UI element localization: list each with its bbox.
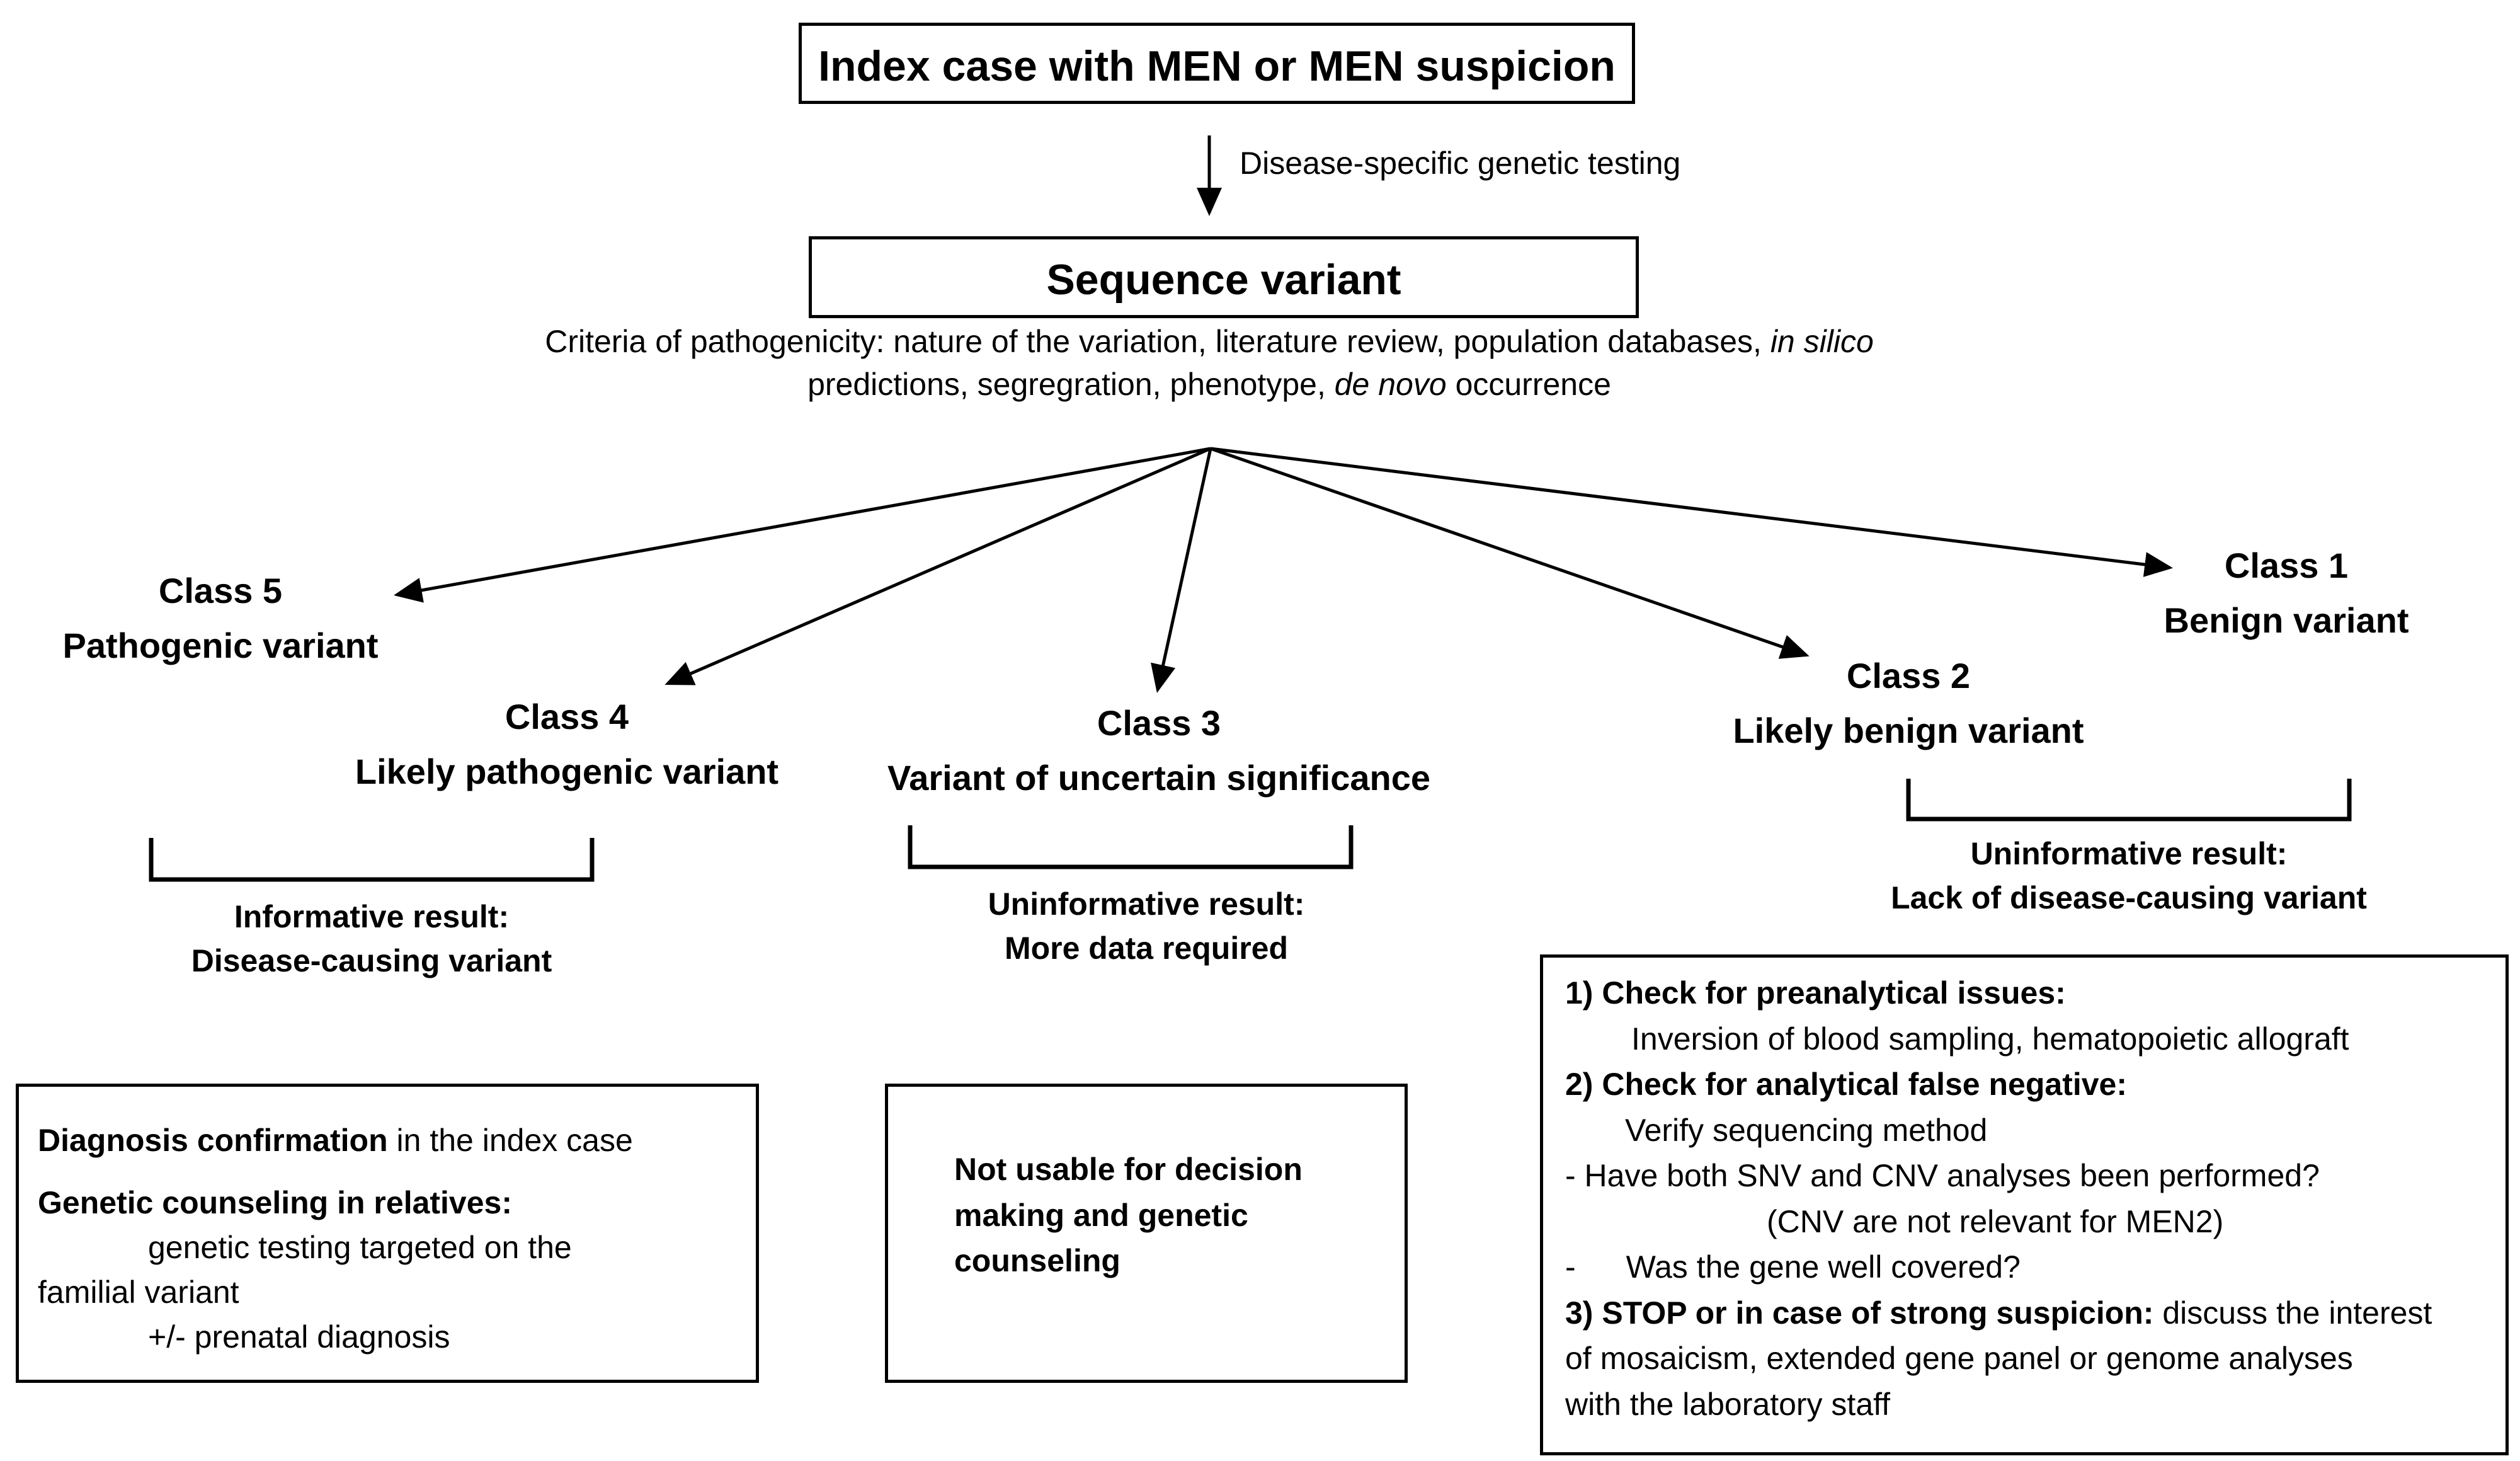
arrow-to-class3 (1151, 448, 1212, 693)
class2-label: Class 2 Likely benign variant (1688, 649, 2129, 759)
uncertain-actions-box: Not usable for decision making and genet… (885, 1084, 1408, 1383)
step3-line2: of mosaicism, extended gene panel or gen… (1565, 1341, 2353, 1376)
bracket-class2-1 (1906, 779, 2352, 822)
class4-subtitle: Likely pathogenic variant (355, 751, 779, 791)
diagnosis-confirmation-rest: in the index case (387, 1123, 633, 1158)
benign-checklist-box: 1) Check for preanalytical issues: Inver… (1540, 954, 2509, 1455)
uncertain-result-line1: Uninformative result: (988, 886, 1305, 922)
step2-note: (CNV are not relevant for MEN2) (1767, 1203, 2224, 1239)
step3-title: 3) STOP or in case of strong suspicion: (1565, 1295, 2154, 1331)
bracket-class3 (908, 825, 1354, 869)
counseling-line-c: +/- prenatal diagnosis (148, 1319, 450, 1355)
class5-title: Class 5 (158, 571, 283, 610)
class3-title: Class 3 (1097, 703, 1221, 743)
class2-subtitle: Likely benign variant (1733, 710, 2084, 750)
sequence-variant-label: Sequence variant (1046, 256, 1401, 304)
criteria-text-3: occurrence (1446, 366, 1611, 402)
class4-label: Class 4 Likely pathogenic variant (315, 690, 819, 799)
criteria-in-silico: in silico (1770, 324, 1874, 359)
arrow-to-class5 (394, 447, 1211, 603)
index-case-label: Index case with MEN or MEN suspicion (818, 42, 1616, 90)
diagnosis-confirmation-bold: Diagnosis confirmation (38, 1123, 388, 1158)
step2-question2: - Was the gene well covered? (1565, 1244, 2487, 1290)
step3-line3: with the laboratory staff (1565, 1386, 1891, 1422)
uncertain-result-line2: More data required (1004, 931, 1289, 966)
step2-title: 2) Check for analytical false negative: (1565, 1067, 2128, 1102)
class5-subtitle: Pathogenic variant (62, 625, 379, 665)
criteria-de-novo: de novo (1334, 366, 1447, 402)
uncertain-result: Uninformative result: More data required (894, 882, 1398, 970)
class3-subtitle: Variant of uncertain significance (887, 757, 1430, 798)
arrow-to-class2 (1210, 447, 1810, 659)
pathogenicity-criteria: Criteria of pathogenicity: nature of the… (403, 321, 2015, 406)
criteria-text-1: Criteria of pathogenicity: nature of the… (545, 324, 1770, 359)
arrow-to-class4 (664, 447, 1211, 685)
step2-text: Verify sequencing method (1625, 1112, 1988, 1148)
criteria-text-2: predictions, segregration, phenotype, (807, 366, 1335, 402)
arrow-to-class1 (1210, 447, 2173, 577)
uncertain-line3: counseling (954, 1243, 1120, 1278)
bracket-class5-4 (149, 838, 595, 882)
counseling-line-b: familial variant (38, 1275, 239, 1310)
sequence-variant-box: Sequence variant (809, 236, 1639, 318)
counseling-line-a: genetic testing targeted on the (148, 1230, 572, 1265)
class1-label: Class 1 Benign variant (2097, 539, 2475, 648)
genetic-testing-label: Disease-specific genetic testing (1240, 146, 1681, 181)
benign-result-line1: Uninformative result: (1970, 836, 2288, 871)
step1-title: 1) Check for preanalytical issues: (1565, 975, 2066, 1011)
step3: 3) STOP or in case of strong suspicion: … (1565, 1290, 2487, 1336)
informative-result: Informative result: Disease-causing vari… (120, 895, 624, 983)
step2-question2-text: Was the gene well covered? (1626, 1249, 2021, 1285)
step2-question1: - Have both SNV and CNV analyses been pe… (1565, 1158, 2320, 1193)
genetic-counseling-heading: Genetic counseling in relatives: (38, 1185, 513, 1220)
benign-result: Uninformative result: Lack of disease-ca… (1814, 832, 2444, 920)
class2-title: Class 2 (1846, 656, 1971, 696)
benign-result-line2: Lack of disease-causing variant (1891, 880, 2367, 915)
informative-actions-box: Diagnosis confirmation in the index case… (16, 1084, 759, 1383)
uncertain-line1: Not usable for decision (954, 1152, 1303, 1187)
class1-title: Class 1 (2224, 546, 2349, 585)
informative-result-line2: Disease-causing variant (191, 943, 552, 978)
class3-label: Class 3 Variant of uncertain significanc… (838, 696, 1480, 806)
class1-subtitle: Benign variant (2164, 600, 2409, 640)
class5-label: Class 5 Pathogenic variant (31, 564, 409, 673)
index-case-box: Index case with MEN or MEN suspicion (799, 23, 1635, 104)
diagnosis-confirmation: Diagnosis confirmation in the index case (38, 1118, 737, 1163)
step2-question2-dash: - (1565, 1249, 1576, 1285)
informative-result-line1: Informative result: (234, 899, 510, 934)
uncertain-line2: making and genetic (954, 1197, 1248, 1233)
step3-rest: discuss the interest (2153, 1295, 2432, 1331)
step1-text: Inversion of blood sampling, hematopoiet… (1631, 1021, 2349, 1057)
class4-title: Class 4 (505, 697, 629, 736)
